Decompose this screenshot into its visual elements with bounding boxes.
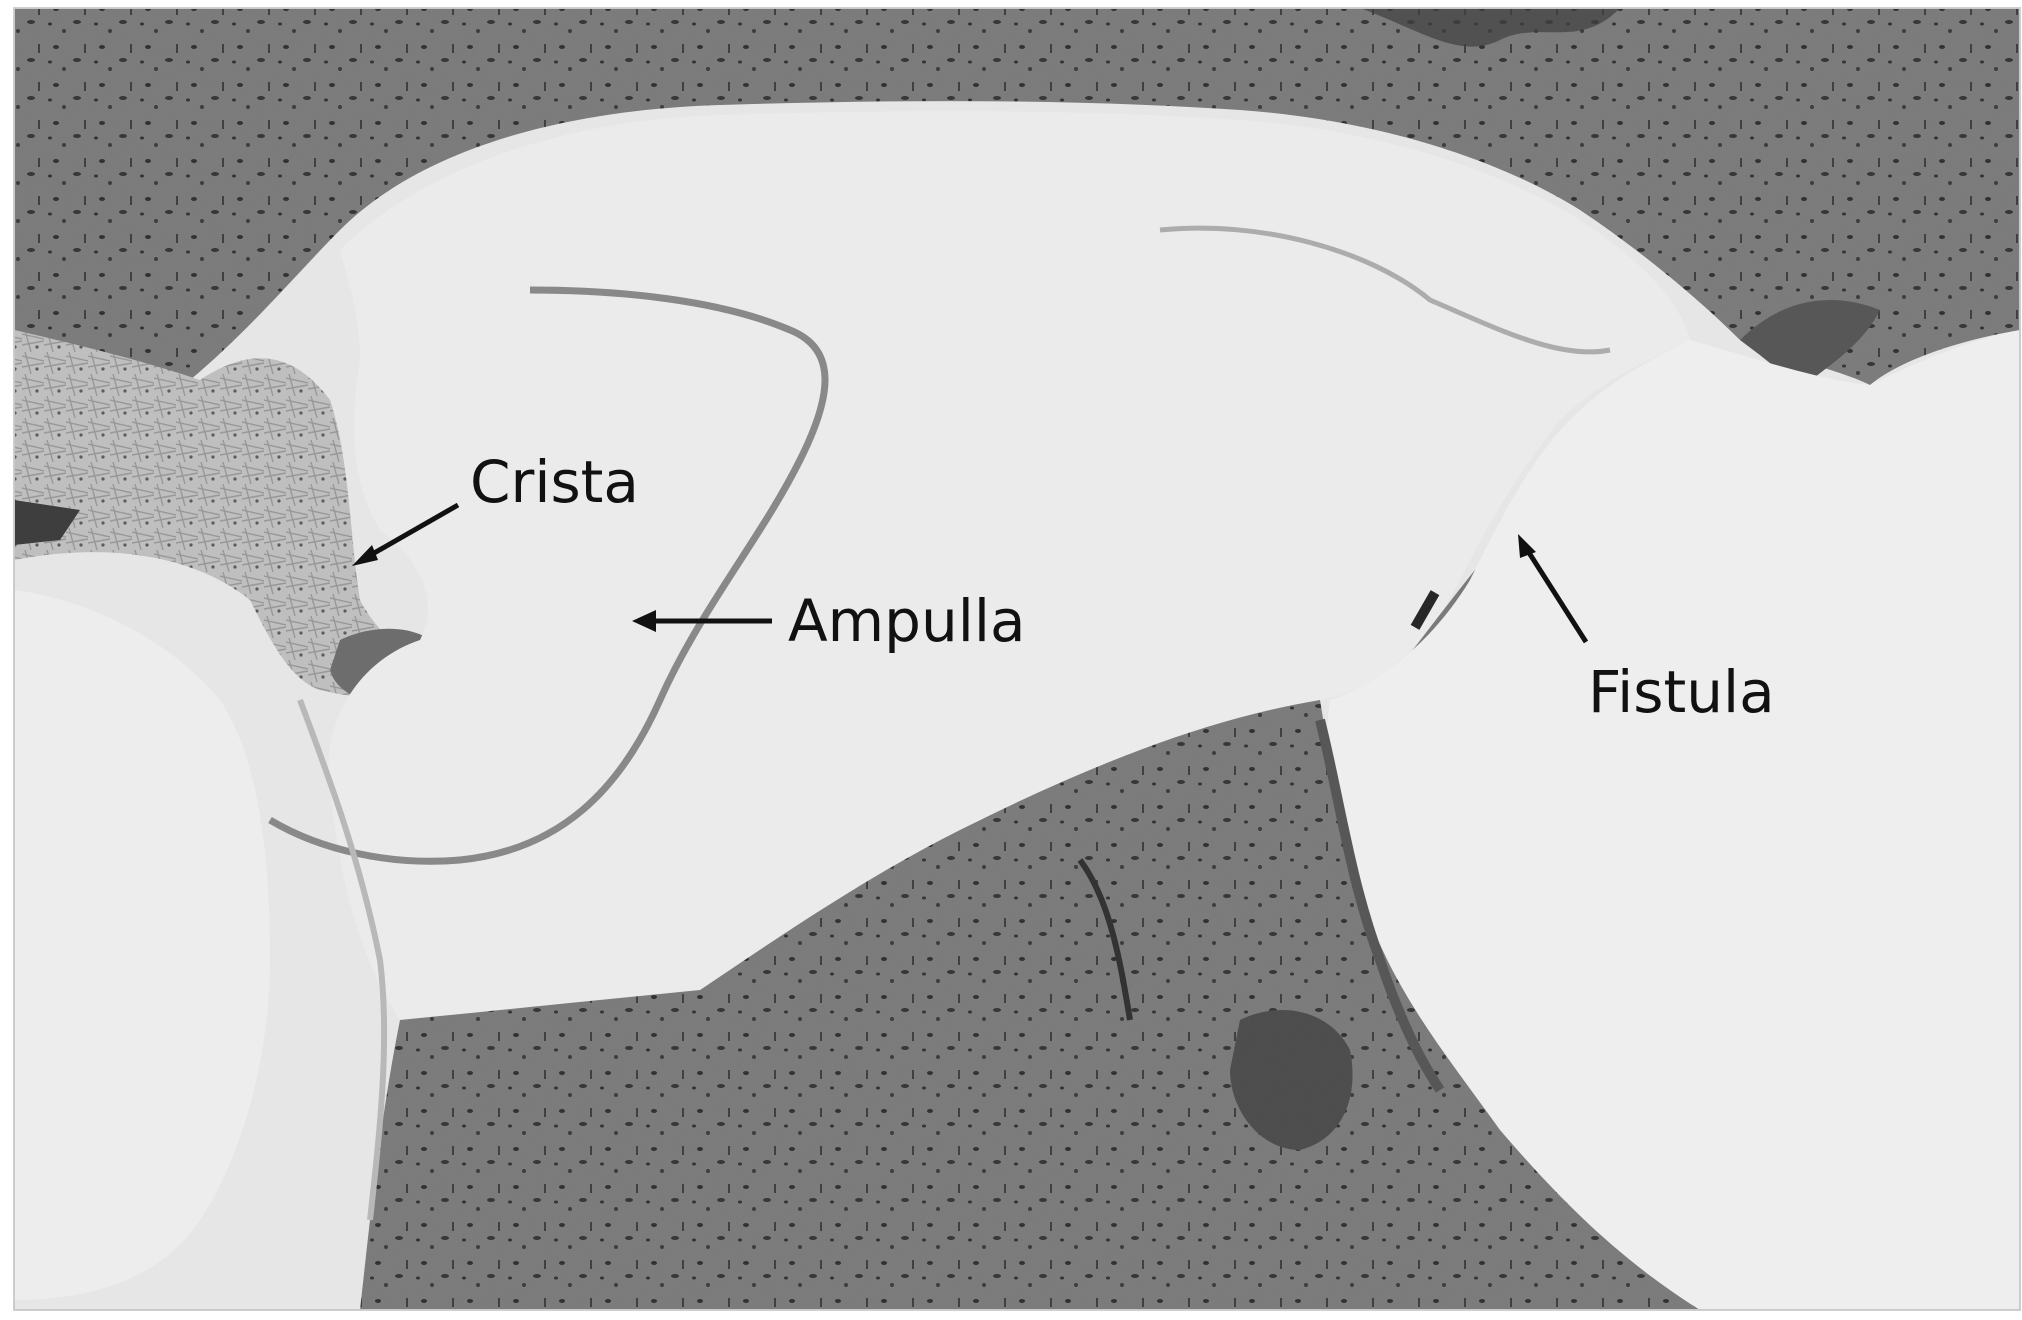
ampulla-label: Ampulla — [788, 587, 1026, 655]
annotation-ampulla: Ampulla — [632, 587, 1026, 655]
annotation-fistula: Fistula — [1518, 534, 1775, 726]
fistula-label: Fistula — [1588, 658, 1775, 726]
crista-arrow — [360, 502, 460, 563]
fistula-arrowhead — [1518, 534, 1536, 558]
crista-label: Crista — [470, 448, 639, 516]
ampulla-arrowhead — [632, 610, 656, 632]
crista-arrowhead — [352, 545, 378, 566]
annotation-crista: Crista — [352, 448, 639, 566]
fistula-arrow — [1523, 546, 1589, 644]
